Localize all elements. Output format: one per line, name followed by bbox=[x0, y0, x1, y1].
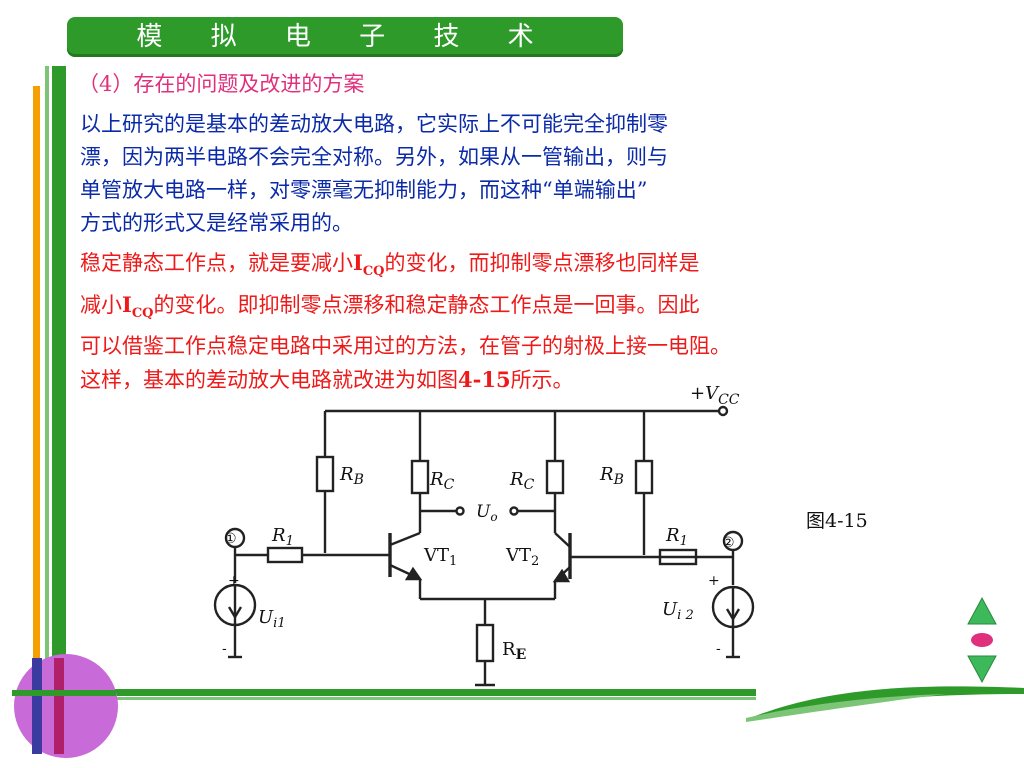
vcc-label: +VCC bbox=[690, 385, 740, 408]
paragraph-solution: 稳定静态工作点，就是要减小ICQ的变化，而抑制零点漂移也同样是 减小ICQ的变化… bbox=[80, 246, 980, 397]
text-segment: 减小 bbox=[80, 293, 122, 318]
re-label: RE bbox=[502, 639, 526, 663]
decorative-circle-logo bbox=[12, 654, 118, 758]
section-heading: （4）存在的问题及改进的方案 bbox=[78, 72, 365, 96]
uo-label: Uo bbox=[476, 502, 498, 524]
figure-ref: 4-15 bbox=[458, 367, 511, 393]
text-line: 以上研究的是基本的差动放大电路，它实际上不可能完全抑制零 bbox=[80, 112, 668, 136]
vt2-label: VT2 bbox=[505, 545, 539, 569]
rb-right-label: RB bbox=[599, 464, 624, 488]
text-segment: 稳定静态工作点，就是要减小 bbox=[80, 251, 353, 275]
minus-left-label: - bbox=[222, 641, 227, 657]
circuit-diagram: +VCC RB RC RC RB R1 R1 ① ② Uo VT1 VT2 RE… bbox=[213, 385, 755, 687]
triangle-down-icon[interactable] bbox=[967, 655, 997, 684]
text-line: 稳定静态工作点，就是要减小ICQ的变化，而抑制零点漂移也同样是 bbox=[80, 246, 980, 288]
header-bar bbox=[67, 17, 623, 57]
frame-bottom-bar bbox=[40, 689, 756, 696]
decorative-swoosh bbox=[746, 686, 1024, 722]
text-line: 可以借鉴工作点稳定电路中采用过的方法，在管子的射极上接一电阻。 bbox=[80, 334, 731, 359]
frame-light-green-bar bbox=[45, 66, 49, 698]
dot-icon[interactable] bbox=[971, 633, 993, 647]
text-line: 这样，基本的差动放大电路就改进为如图4-15所示。 bbox=[80, 363, 980, 397]
frame-green-bar bbox=[52, 66, 66, 698]
r1-left-label: R1 bbox=[271, 525, 294, 549]
plus-right-label: + bbox=[708, 573, 720, 589]
nav-controls bbox=[967, 596, 997, 684]
vt1-label: VT1 bbox=[423, 545, 457, 569]
text-line: 单管放大电路一样，对零漂毫无抑制能力，而这种“单端输出” bbox=[80, 178, 648, 202]
node-1-label: ① bbox=[224, 531, 237, 547]
ui1-label: Ui1 bbox=[258, 607, 286, 631]
paragraph-problem: 以上研究的是基本的差动放大电路，它实际上不可能完全抑制零 漂，因为两半电路不会完… bbox=[80, 108, 900, 240]
rc-right-label: RC bbox=[509, 469, 535, 493]
text-segment: 的变化，而抑制零点漂移也同样是 bbox=[384, 251, 700, 275]
triangle-up-icon[interactable] bbox=[967, 596, 997, 625]
frame-orange-bar bbox=[33, 86, 40, 698]
symbol-i: I bbox=[122, 292, 132, 318]
text-segment: 这样，基本的差动放大电路就改进为如图 bbox=[80, 368, 458, 393]
ui2-label: Ui 2 bbox=[662, 599, 694, 623]
plus-left-label: + bbox=[228, 573, 240, 589]
node-2-label: ② bbox=[722, 535, 735, 551]
text-segment: 的变化。即抑制零点漂移和稳定静态工作点是一回事。因此 bbox=[153, 293, 700, 318]
r1-right-label: R1 bbox=[665, 525, 688, 549]
text-line: 漂，因为两半电路不会完全对称。另外，如果从一管输出，则与 bbox=[80, 145, 668, 169]
text-line: 减小ICQ的变化。即抑制零点漂移和稳定静态工作点是一回事。因此 bbox=[80, 288, 980, 330]
text-segment: 所示。 bbox=[510, 368, 574, 393]
symbol-i: I bbox=[353, 250, 363, 275]
minus-right-label: - bbox=[716, 641, 721, 657]
page-title: 模 拟 电 子 技 术 bbox=[136, 22, 554, 52]
symbol-sub: CQ bbox=[131, 306, 154, 322]
figure-caption: 图4-15 bbox=[806, 510, 868, 532]
text-line: 方式的形式又是经常采用的。 bbox=[80, 211, 353, 235]
frame-bottom-light-bar bbox=[40, 697, 756, 700]
symbol-sub: CQ bbox=[362, 264, 385, 280]
rc-left-label: RC bbox=[429, 469, 455, 493]
rb-left-label: RB bbox=[339, 464, 364, 488]
